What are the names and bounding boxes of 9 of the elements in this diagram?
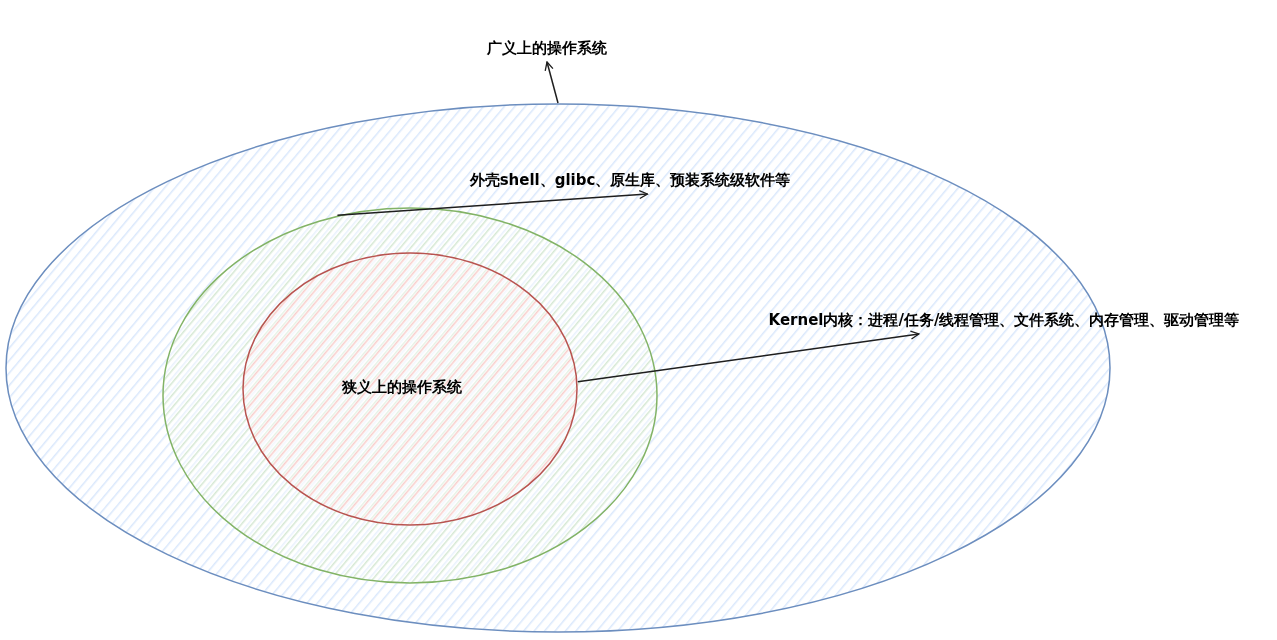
region-label: 广义上的操作系统 bbox=[486, 37, 608, 59]
ellipse-region bbox=[162, 207, 658, 584]
region-label: Kernel内核：进程/任务/线程管理、文件系统、内存管理、驱动管理等 bbox=[767, 309, 1241, 331]
region-label: 外壳shell、glibc、原生库、预装系统级软件等 bbox=[468, 169, 792, 191]
arrow bbox=[544, 61, 559, 104]
arrow bbox=[336, 189, 649, 216]
arrow bbox=[577, 330, 920, 383]
ellipse-region bbox=[242, 252, 578, 526]
region-label: 狭义上的操作系统 bbox=[342, 377, 462, 398]
